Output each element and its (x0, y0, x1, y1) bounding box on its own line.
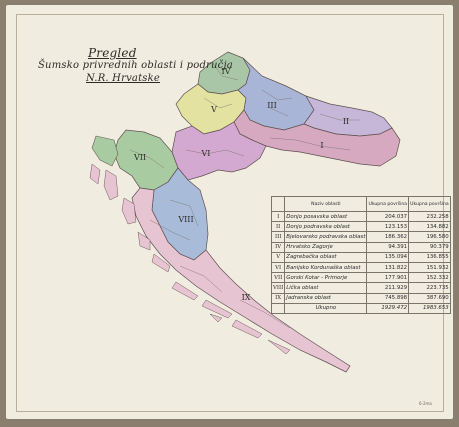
legend-row-v1: 177.901 (366, 272, 410, 284)
legend-total-label: Ukupno (284, 302, 368, 314)
region-label-ix: IX (242, 293, 251, 302)
legend-row-v1: 94.391 (366, 241, 410, 253)
legend-row-v2: 387.690 (408, 292, 451, 304)
map-subtitle-country: N.R. Hrvatske (86, 73, 161, 84)
legend-row-name: Banijsko Kordunaška oblast (284, 261, 368, 274)
legend-row-number: III (270, 231, 286, 243)
map-subtitle: Šumsko privrednih oblasti i područja (38, 60, 233, 71)
legend-total-v2: 1983.653 (408, 302, 451, 314)
legend-row-v1: 186.362 (366, 231, 410, 243)
legend-row-name: Lička oblast (284, 282, 368, 294)
legend-row-v2: 223.735 (408, 282, 451, 294)
legend-row-name: Bjelovarsko podravska oblast (284, 231, 368, 243)
legend-row-v1: 131.822 (366, 261, 410, 274)
legend-header-name: Naziv oblasti (284, 196, 368, 212)
legend-row-v2: 90.379 (408, 241, 451, 253)
legend-row-number: II (270, 221, 286, 233)
legend-row-v1: 745.898 (366, 292, 410, 304)
region-i (233, 109, 401, 167)
legend-total-row: Ukupno 1929.472 1983.653 (270, 302, 451, 314)
legend-header: Naziv oblasti Ukupna površina Ukupna pov… (270, 196, 451, 212)
archive-stamp: 6-2ma (419, 401, 432, 406)
legend-header-col2: Ukupna površina (408, 196, 451, 212)
legend-row-number: V (270, 251, 286, 263)
legend-row-name: Hrvatsko Zagorje (284, 241, 368, 253)
legend-row-v2: 151.932 (408, 261, 451, 274)
legend-row-name: Gorski Kotar - Primorje (284, 272, 368, 284)
region-label-viii: VIII (177, 215, 193, 224)
adriatic-islands (89, 163, 291, 355)
legend-row-number: I (270, 210, 286, 223)
district-boundaries (129, 61, 360, 329)
region-label-v: V (210, 105, 217, 114)
legend-row-number: VII (270, 272, 286, 284)
legend-row-name: Jadranska oblast (284, 292, 368, 304)
region-label-ii: II (343, 117, 349, 126)
legend-row-number: VI (270, 261, 286, 274)
legend-header-col1: Ukupna površina (366, 196, 410, 212)
legend-row-v1: 211.929 (366, 282, 410, 294)
legend-row-v1: 123.153 (366, 221, 410, 233)
legend-row-v2: 152.332 (408, 272, 451, 284)
legend-row-number: VIII (270, 282, 286, 294)
region-label-i: I (320, 141, 323, 150)
legend-table: Naziv oblasti Ukupna površina Ukupna pov… (270, 196, 451, 340)
legend-row-v1: 135.094 (366, 251, 410, 263)
region-label-iv: IV (222, 67, 231, 76)
region-label-iii: III (267, 101, 276, 110)
legend-row-v2: 232.258 (408, 210, 451, 223)
legend-row-name: Donjo posavska oblast (284, 210, 368, 223)
map-title: Pregled (88, 46, 137, 60)
istria (91, 135, 119, 167)
legend-row-v1: 204.037 (366, 210, 410, 223)
legend-row-number: IX (270, 292, 286, 304)
legend-row-v2: 196.580 (408, 231, 451, 243)
legend-row-number: IV (270, 241, 286, 253)
legend-row-name: Zagrebačka oblast (284, 251, 368, 263)
legend-row-name: Donjo podravska oblast (284, 221, 368, 233)
region-label-vi: VI (201, 149, 211, 158)
region-ix (131, 187, 351, 373)
legend-row-v2: 136.855 (408, 251, 451, 263)
legend-total-v1: 1929.472 (366, 302, 410, 314)
region-label-vii: VII (133, 153, 146, 162)
legend-row-v2: 134.882 (408, 221, 451, 233)
